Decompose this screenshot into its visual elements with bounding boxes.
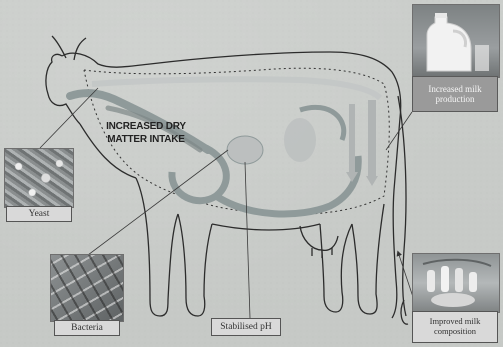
dry-matter-intake-label: INCREASED DRY MATTER INTAKE: [86, 121, 206, 146]
milk-jug-icon: [413, 5, 499, 77]
milk-production-line-2: production: [436, 94, 475, 104]
bacteria-photo: [50, 254, 124, 322]
yeast-photo: [4, 148, 74, 208]
bacteria-caption: Bacteria: [54, 320, 120, 336]
increased-milk-production-caption: Increased milk production: [412, 76, 498, 112]
improved-milk-composition-caption: Improved milk composition: [412, 311, 498, 343]
intake-line-1: INCREASED DRY: [86, 121, 206, 134]
intake-line-2: MATTER INTAKE: [86, 134, 206, 147]
milk-composition-line-2: composition: [434, 327, 476, 337]
milking-machine-photo: [412, 253, 500, 313]
stabilised-ph-caption: Stabilised pH: [211, 318, 281, 336]
milking-machine-icon: [413, 254, 499, 312]
milk-production-line-1: Increased milk: [428, 84, 481, 94]
yeast-caption: Yeast: [6, 206, 72, 222]
milk-jug-photo: [412, 4, 500, 78]
